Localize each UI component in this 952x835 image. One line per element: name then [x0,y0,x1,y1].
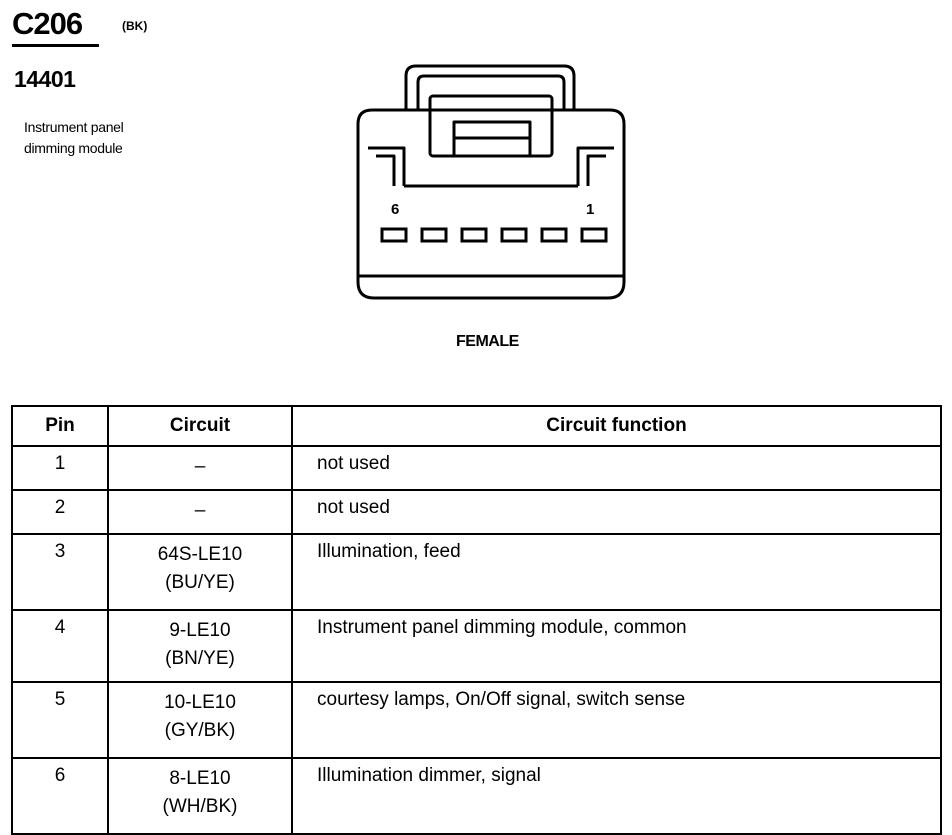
table-header-row: Pin Circuit Circuit function [11,405,942,447]
table-row: 3 64S-LE10 (BU/YE) Illumination, feed [11,533,942,611]
table-row: 1 – not used [11,445,942,491]
row-circuit: 9-LE10 (BN/YE) [107,609,293,683]
row-function: courtesy lamps, On/Off signal, switch se… [291,681,942,759]
row-circuit: – [107,445,293,491]
pin-label-left: 6 [391,201,400,218]
pin-slot-3 [500,227,528,243]
table-row: 2 – not used [11,489,942,535]
function-text: not used [317,453,390,474]
row-pin: 3 [11,533,109,611]
row-pin: 1 [11,445,109,491]
pin-table: Pin Circuit Circuit function 1 – not use… [11,405,942,835]
pin-slot-6 [380,227,408,243]
row-pin: 6 [11,757,109,835]
row-circuit: 10-LE10 (GY/BK) [107,681,293,759]
function-text: Instrument panel dimming module, common [317,617,687,638]
circuit-id: 8-LE10 [169,768,231,789]
pin-slot-2 [540,227,568,243]
pin-label-right: 1 [586,201,595,218]
description-line-1: Instrument panel [24,119,124,135]
locking-tab-outer [404,64,576,110]
row-circuit: 64S-LE10 (BU/YE) [107,533,293,611]
pin-slot-1 [580,227,608,243]
table-row: 5 10-LE10 (GY/BK) courtesy lamps, On/Off… [11,681,942,759]
row-circuit: – [107,489,293,535]
row-function: not used [291,445,942,491]
header-circuit-function: Circuit function [291,405,942,447]
header-pin: Pin [11,405,109,447]
circuit-id: 10-LE10 [164,692,236,713]
locking-tab-inner [416,74,566,110]
connector-id-underline [12,44,99,47]
circuit-id: 9-LE10 [169,620,231,641]
description-line-2: dimming module [24,140,123,156]
row-circuit: 8-LE10 (WH/BK) [107,757,293,835]
pin-slot-5 [420,227,448,243]
circuit-color: (WH/BK) [162,796,238,817]
right-side-guide [576,146,614,186]
part-number: 14401 [14,66,76,92]
module-description: Instrument panel dimming module [24,117,184,159]
left-side-guide-inner [376,154,396,186]
connector-face-diagram [356,64,626,300]
circuit-id: – [194,500,206,521]
connector-housing [356,108,626,300]
header-circuit: Circuit [107,405,293,447]
circuit-id: – [194,456,206,477]
circuit-color: (BN/YE) [165,648,235,669]
function-text: Illumination, feed [317,541,461,562]
table-row: 6 8-LE10 (WH/BK) Illumination dimmer, si… [11,757,942,835]
connector-id: C206 [12,6,83,41]
connector-gender-caption: FEMALE [456,333,519,350]
right-side-guide-inner [586,154,606,186]
row-pin: 4 [11,609,109,683]
row-function: not used [291,489,942,535]
row-function: Illumination, feed [291,533,942,611]
left-side-guide [368,146,406,186]
circuit-id: 64S-LE10 [157,544,243,565]
function-text: courtesy lamps, On/Off signal, switch se… [317,689,686,710]
latch-block [428,94,554,158]
row-pin: 5 [11,681,109,759]
circuit-color: (BU/YE) [165,572,235,593]
circuit-color: (GY/BK) [164,720,236,741]
row-function: Instrument panel dimming module, common [291,609,942,683]
connector-color-code: (BK) [122,19,148,33]
pin-slot-4 [460,227,488,243]
table-row: 4 9-LE10 (BN/YE) Instrument panel dimmin… [11,609,942,683]
function-text: not used [317,497,390,518]
row-pin: 2 [11,489,109,535]
row-function: Illumination dimmer, signal [291,757,942,835]
function-text: Illumination dimmer, signal [317,765,541,786]
